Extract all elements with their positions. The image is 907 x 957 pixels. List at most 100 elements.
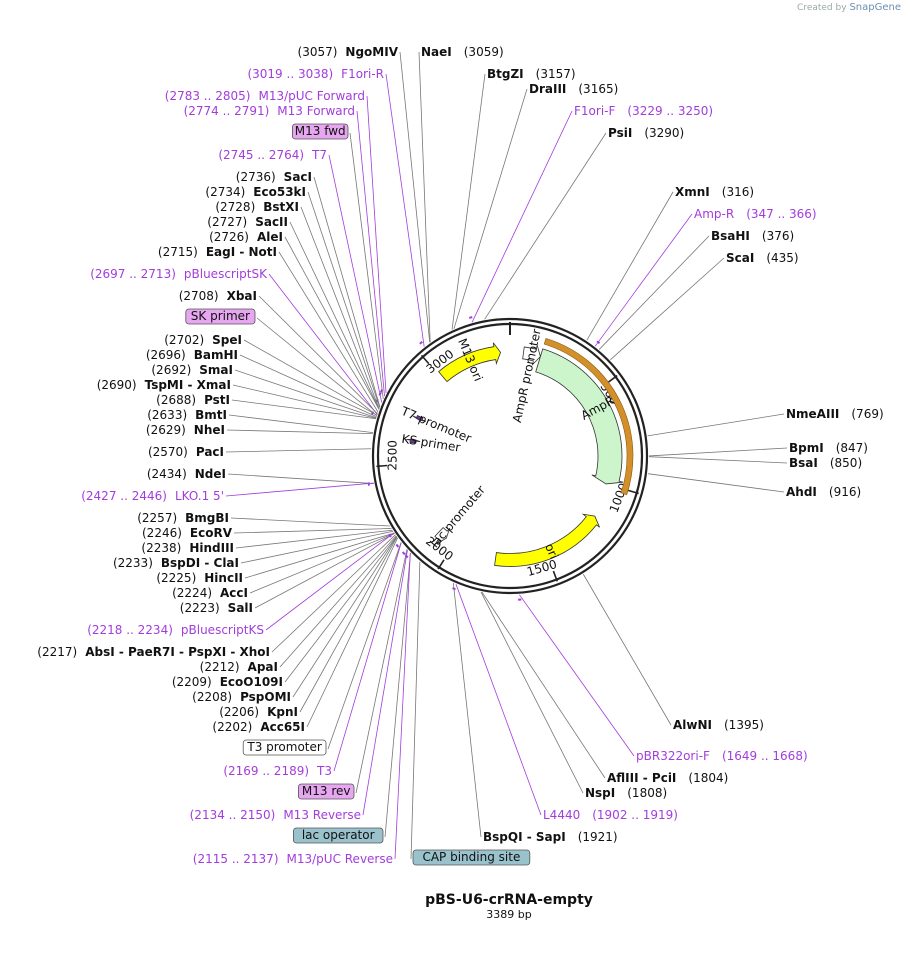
site-bsahi[interactable]: BsaHI(376) xyxy=(711,229,794,243)
site-ahdi[interactable]: AhdI(916) xyxy=(786,485,861,499)
pspomi-name: PspOMI xyxy=(240,690,291,704)
site-acci[interactable]: (2224)AccI xyxy=(172,586,248,600)
site-pspomi[interactable]: (2208)PspOMI xyxy=(192,690,291,704)
site-nspi[interactable]: NspI(1808) xyxy=(585,786,667,800)
site-nhei[interactable]: (2629)NheI xyxy=(146,423,225,437)
site-ecorv[interactable]: (2246)EcoRV xyxy=(142,526,233,540)
site-ndei[interactable]: (2434)NdeI xyxy=(147,467,226,481)
bmti-label: (2633)BmtI xyxy=(147,408,227,422)
pbluescriptsk-name: pBluescriptSK xyxy=(184,267,268,281)
site-l4440[interactable]: L4440(1902 .. 1919) xyxy=(543,808,678,822)
site-m13-rev[interactable]: M13 rev xyxy=(297,783,355,800)
site-pbr322ori-f[interactable]: pBR322ori-F(1649 .. 1668) xyxy=(636,749,808,763)
site-nmeaiii[interactable]: NmeAIII(769) xyxy=(786,407,884,421)
site-m13-forward[interactable]: (2774 .. 2791)M13 Forward xyxy=(184,104,355,118)
amp-r-primer-mark xyxy=(596,340,601,345)
site-alei[interactable]: (2726)AleI xyxy=(209,230,283,244)
site-afliii-pcii[interactable]: AflIII - PciI(1804) xyxy=(607,771,728,785)
site-m13-puc-forward[interactable]: (2783 .. 2805)M13/pUC Forward xyxy=(165,89,365,103)
site-pbluescriptsk[interactable]: (2697 .. 2713)pBluescriptSK xyxy=(90,267,268,281)
site-bsai[interactable]: BsaI(850) xyxy=(789,456,862,470)
site-xbai[interactable]: (2708)XbaI xyxy=(179,289,257,303)
site-alwni[interactable]: AlwNI(1395) xyxy=(673,718,764,732)
site-m13-reverse[interactable]: (2134 .. 2150)M13 Reverse xyxy=(190,808,361,822)
site-paci[interactable]: (2570)PacI xyxy=(148,445,224,459)
site-bmti[interactable]: (2633)BmtI xyxy=(147,408,227,422)
acci-leader xyxy=(249,532,395,594)
site-bpmi[interactable]: BpmI(847) xyxy=(789,441,868,455)
site-kpni[interactable]: (2206)KpnI xyxy=(219,705,298,719)
site-t3[interactable]: (2169 .. 2189)T3 xyxy=(223,764,332,778)
pbluescriptks-name: pBluescriptKS xyxy=(181,623,264,637)
ndei-name: NdeI xyxy=(195,467,226,481)
bpmi-name: BpmI xyxy=(789,441,824,455)
nmeaiii-label: NmeAIII(769) xyxy=(786,407,884,421)
snapgene-credit: Created by SnapGene xyxy=(797,2,901,13)
site-apai[interactable]: (2212)ApaI xyxy=(200,660,278,674)
site-bspdi-clai[interactable]: (2233)BspDI - ClaI xyxy=(113,556,239,570)
site-bspqi-sapi[interactable]: BspQI - SapI(1921) xyxy=(483,830,618,844)
bstxi-name: BstXI xyxy=(263,200,299,214)
psii-position: (3290) xyxy=(644,126,684,140)
site-btgzi[interactable]: BtgZI(3157) xyxy=(487,67,576,81)
site-spei[interactable]: (2702)SpeI xyxy=(164,333,242,347)
nspi-leader xyxy=(480,591,584,794)
site-bamhi[interactable]: (2696)BamHI xyxy=(146,348,238,362)
eco53ki-label: (2734)Eco53kI xyxy=(205,185,306,199)
site-labels: (3057)NgoMIV NaeI(3059) (3019 .. 3038)F1or… xyxy=(37,45,883,866)
bmgbi-name: BmgBI xyxy=(185,511,229,525)
site-hincii[interactable]: (2225)HincII xyxy=(156,571,243,585)
plasmid-name: pBS-U6-crRNA-empty xyxy=(425,892,593,908)
site-hindiii[interactable]: (2238)HindIII xyxy=(141,541,234,555)
site-t7[interactable]: (2745 .. 2764)T7 xyxy=(218,148,327,162)
site-saci[interactable]: (2736)SacI xyxy=(236,170,312,184)
m13-rev-box xyxy=(297,783,355,800)
site-psii[interactable]: PsiI(3290) xyxy=(608,126,684,140)
site-f1ori-r[interactable]: (3019 .. 3038)F1ori-R xyxy=(247,67,384,81)
bmti-position: (2633) xyxy=(147,408,187,422)
site-bmgbi[interactable]: (2257)BmgBI xyxy=(137,511,229,525)
l4440-position: (1902 .. 1919) xyxy=(592,808,678,822)
site-m13-fwd[interactable]: M13 fwd xyxy=(291,123,349,140)
site-f1ori-f[interactable]: F1ori-F(3229 .. 3250) xyxy=(574,104,713,118)
site-tspmi-xmai[interactable]: (2690)TspMI - XmaI xyxy=(97,378,231,392)
alwni-leader xyxy=(582,573,672,726)
draiii-position: (3165) xyxy=(578,82,618,96)
site-draiii[interactable]: DraIII(3165) xyxy=(529,82,618,96)
site-sali[interactable]: (2223)SalI xyxy=(180,601,253,615)
site-ecoo109i[interactable]: (2209)EcoO109I xyxy=(172,675,283,689)
site-naei[interactable]: NaeI(3059) xyxy=(421,45,504,59)
site-lac-operator[interactable]: lac operator xyxy=(292,827,384,844)
sk-primer-label: SK primer xyxy=(191,309,250,323)
t3-name: T3 xyxy=(316,764,332,778)
site-acc65i[interactable]: (2202)Acc65I xyxy=(212,720,305,734)
site-ngomiv[interactable]: (3057)NgoMIV xyxy=(298,45,399,59)
backbone-outer-strand xyxy=(371,317,649,595)
alei-position: (2726) xyxy=(209,230,249,244)
site-lko-1-5[interactable]: (2427 .. 2446)LKO.1 5' xyxy=(81,489,224,503)
site-scai[interactable]: ScaI(435) xyxy=(726,251,799,265)
lko-1-5-leader xyxy=(225,482,374,497)
site-eco53ki[interactable]: (2734)Eco53kI xyxy=(205,185,306,199)
acci-label: (2224)AccI xyxy=(172,586,248,600)
eagi-noti-label: (2715)EagI - NotI xyxy=(158,245,277,259)
site-eagi-noti[interactable]: (2715)EagI - NotI xyxy=(158,245,277,259)
pbluescriptks-primer-mark xyxy=(388,533,392,538)
t7-name: T7 xyxy=(311,148,327,162)
nhei-name: NheI xyxy=(194,423,225,437)
site-cap-binding-site[interactable]: CAP binding site xyxy=(412,849,531,866)
site-amp-r[interactable]: Amp-R(347 .. 366) xyxy=(694,207,817,221)
site-bstxi[interactable]: (2728)BstXI xyxy=(215,200,299,214)
site-psti[interactable]: (2688)PstI xyxy=(156,393,230,407)
site-pbluescriptks[interactable]: (2218 .. 2234)pBluescriptKS xyxy=(87,623,264,637)
site-absi-paer7i-pspxi-xhoi[interactable]: (2217)AbsI - PaeR7I - PspXI - XhoI xyxy=(37,645,270,659)
site-m13-puc-reverse[interactable]: (2115 .. 2137)M13/pUC Reverse xyxy=(193,852,393,866)
site-smai[interactable]: (2692)SmaI xyxy=(151,363,233,377)
site-t3-promoter[interactable]: T3 promoter xyxy=(242,739,327,756)
kpni-name: KpnI xyxy=(267,705,298,719)
site-sk-primer[interactable]: SK primer xyxy=(185,308,256,325)
site-xmni[interactable]: XmnI(316) xyxy=(675,185,754,199)
feature-lac-promoter-arrow xyxy=(434,527,451,544)
apai-position: (2212) xyxy=(200,660,240,674)
site-sacii[interactable]: (2727)SacII xyxy=(207,215,288,229)
